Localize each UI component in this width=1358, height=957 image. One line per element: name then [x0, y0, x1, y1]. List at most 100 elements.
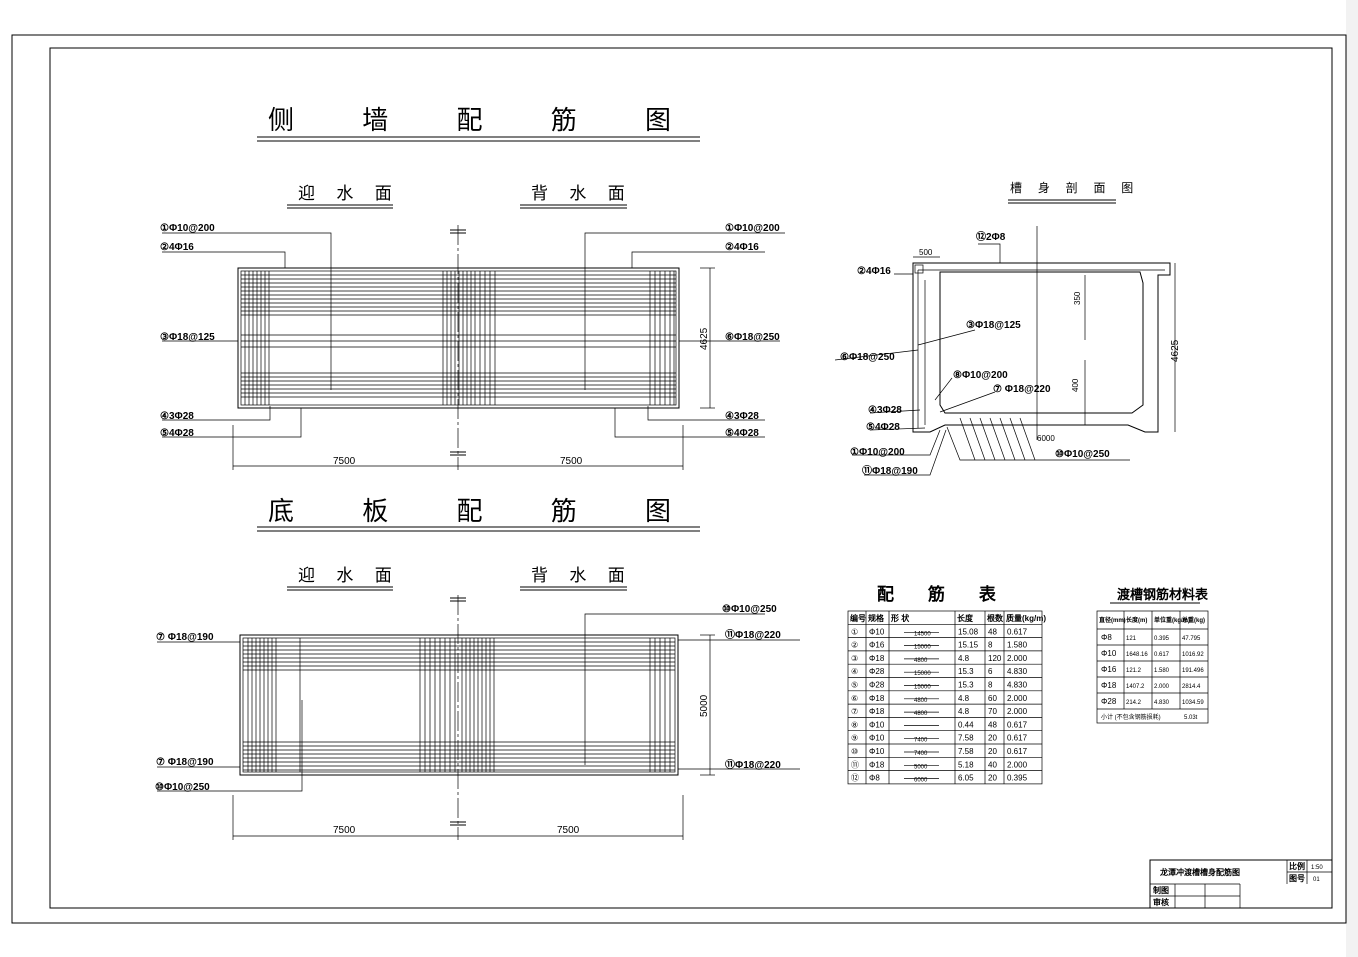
material-table-cell: 2814.4 [1182, 684, 1201, 690]
rebar-table-cell: 4800 [914, 711, 928, 717]
rebar-table-cell: Φ18 [869, 707, 885, 716]
rebar-table-cell: 8 [988, 641, 993, 650]
scrollbar-track[interactable] [1346, 0, 1358, 957]
slab-label-10-left: ⑩Φ10@250 [155, 782, 210, 793]
rebar-table-cell: 120 [988, 654, 1002, 663]
section-dim-6000: 6000 [1037, 434, 1055, 443]
rebar-table-cell: 48 [988, 720, 997, 729]
rebar-table-cell: ① [851, 627, 858, 636]
rebar-table-cell: 14500 [914, 631, 931, 637]
rebar-table-cell: 2.000 [1007, 694, 1028, 703]
rebar-table-cell: 2.000 [1007, 707, 1028, 716]
rebar-table-cell: 15000 [914, 645, 931, 651]
section-label-8: ⑧Φ10@200 [953, 370, 1008, 381]
material-table-cell: 1.580 [1154, 668, 1170, 674]
wall-label-2-right: ②4Φ16 [725, 242, 759, 253]
section-label-1: ①Φ10@200 [850, 447, 905, 458]
rebar-table-cell: 6.05 [958, 774, 974, 783]
rebar-table-cell: 0.617 [1007, 627, 1028, 636]
rebar-table-cell: 4.8 [958, 707, 970, 716]
material-table-cell: 2.000 [1154, 684, 1170, 690]
rebar-table-cell: 5.18 [958, 760, 974, 769]
section-label-12: ⑫2Φ8 [976, 230, 1006, 243]
rebar-table-cell: 4.8 [958, 694, 970, 703]
rebar-table-cell: 4800 [914, 698, 928, 704]
section-dim-4625: 4625 [1170, 339, 1181, 362]
slab-label-11-bottom: ⑪Φ18@220 [725, 758, 781, 771]
wall-label-6-right: ⑥Φ18@250 [725, 332, 780, 343]
material-table-cell: 47.795 [1182, 636, 1201, 642]
rebar-table-cell: 40 [988, 760, 997, 769]
rebar-table-cell: Φ28 [869, 681, 885, 690]
material-table-cell: 191.496 [1182, 668, 1204, 674]
material-table-header: 单位重(kg/m) [1154, 616, 1190, 624]
material-table-header: 直径(mm) [1099, 616, 1126, 624]
rebar-table-cell: Φ8 [869, 774, 880, 783]
section-label-4: ④3Φ28 [868, 405, 902, 416]
rebar-table-cell: 4800 [914, 658, 928, 664]
slab-label-7-bottom: ⑦ Φ18@190 [156, 757, 214, 768]
title-block-scale-value: 1:50 [1311, 865, 1323, 871]
rebar-table-cell: ③ [851, 654, 858, 663]
material-table-cell: 1034.59 [1182, 700, 1204, 706]
rebar-table-header: 根数 [987, 613, 1004, 623]
rebar-table-cell: 7.58 [958, 747, 974, 756]
rebar-table-cell: Φ10 [869, 747, 885, 756]
side-wall-drawing [162, 225, 785, 470]
wall-label-4-right: ④3Φ28 [725, 411, 759, 422]
rebar-table-cell: Φ10 [869, 720, 885, 729]
material-table-cell: 121 [1126, 636, 1137, 642]
rebar-table-cell: 6000 [914, 778, 928, 784]
section-label-2: ②4Φ16 [857, 266, 891, 277]
bottom-slab-drawing [157, 595, 800, 840]
title-block-sheet-value: 01 [1313, 877, 1320, 883]
downstream-face-title-2: 背 水 面 [531, 566, 633, 586]
rebar-table-cell: 6 [988, 667, 993, 676]
section-dim-500: 500 [919, 248, 933, 257]
rebar-table-cell: ⑩ [851, 747, 858, 756]
rebar-table-header: 编号 [850, 613, 866, 623]
rebar-table-cell: 2.000 [1007, 654, 1028, 663]
rebar-table-cell: 4.830 [1007, 667, 1028, 676]
rebar-table-cell: Φ28 [869, 667, 885, 676]
wall-label-1-left: ①Φ10@200 [160, 223, 215, 234]
rebar-table-cell: ⑪ [851, 760, 859, 769]
rebar-table-cell: Φ18 [869, 760, 885, 769]
rebar-table-cell: ④ [851, 667, 858, 676]
rebar-table-cell: 20 [988, 734, 997, 743]
rebar-table-cell: ⑦ [851, 707, 858, 716]
wall-label-4-left: ④3Φ28 [160, 411, 194, 422]
rebar-table-cell: 15.15 [958, 641, 979, 650]
material-table-cell: Φ18 [1101, 681, 1117, 690]
inner-frame [49, 47, 1333, 909]
rebar-table-cell: 15.3 [958, 681, 974, 690]
rebar-table-cell: 5000 [914, 764, 928, 770]
material-table-cell: Φ28 [1101, 697, 1117, 706]
rebar-table-cell: 15000 [914, 671, 931, 677]
material-table-cell: 214.2 [1126, 700, 1142, 706]
wall-label-5-right: ⑤4Φ28 [725, 428, 759, 439]
wall-dim-height: 4625 [699, 327, 710, 350]
rebar-table-cell: Φ18 [869, 654, 885, 663]
bottom-slab-title: 底 板 配 筋 图 [268, 497, 701, 527]
rebar-table-cell: 7400 [914, 751, 928, 757]
outer-frame [11, 34, 1347, 924]
rebar-table-cell: 20 [988, 747, 997, 756]
rebar-table-cell: ⑧ [851, 720, 858, 729]
rebar-table-cell: 15.08 [958, 627, 979, 636]
section-label-7: ⑦ Φ18@220 [993, 384, 1051, 395]
section-drawing [834, 226, 1176, 476]
wall-dim-right: 7500 [560, 456, 583, 467]
title-block-sheet-label: 图号 [1289, 874, 1305, 883]
material-table-cell: 1648.16 [1126, 652, 1148, 658]
rebar-table-cell: ⑤ [851, 681, 858, 690]
rebar-table-title: 配 筋 表 [877, 584, 1010, 605]
rebar-table-cell: 1.580 [1007, 641, 1028, 650]
rebar-table-header: 质量(kg/m) [1006, 613, 1046, 623]
rebar-table-cell: 48 [988, 627, 997, 636]
rebar-table-cell: 0.44 [958, 720, 974, 729]
rebar-table-cell: 0.395 [1007, 774, 1028, 783]
